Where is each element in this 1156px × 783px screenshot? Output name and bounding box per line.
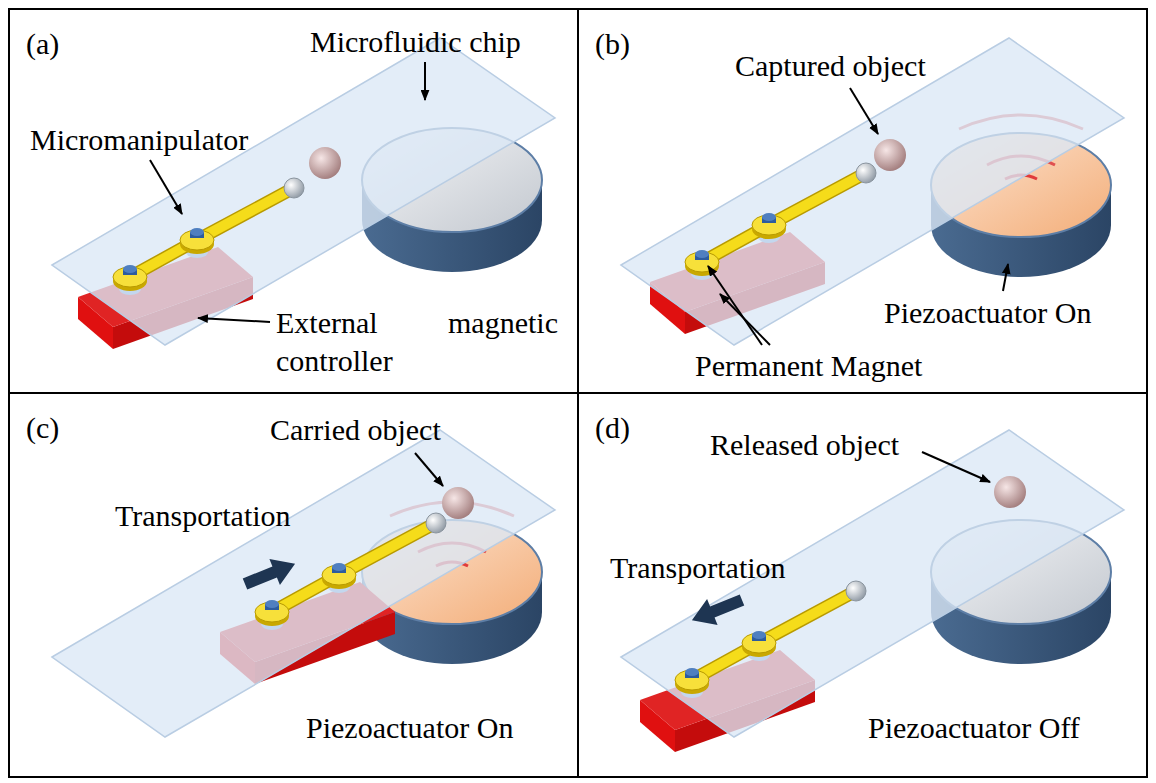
callout-label: Carried object [270, 411, 441, 449]
callout-label: Piezoactuator Off [868, 709, 1080, 747]
panel-c-art [52, 430, 555, 737]
leader-arrow [415, 453, 443, 486]
callout-label: Transportation [115, 497, 291, 535]
transport-arrow [687, 587, 748, 633]
leader-arrow [150, 160, 182, 214]
callout-label: Transportation [610, 549, 786, 587]
microfluidic-chip [52, 430, 555, 737]
leader-arrow [850, 88, 878, 134]
object-sphere [874, 139, 906, 171]
panel-letter: (c) [26, 409, 59, 447]
leader-arrow [708, 266, 762, 345]
callout-label: Released object [710, 426, 899, 464]
callout-label: Micromanipulator [30, 121, 248, 159]
leader-arrow [922, 452, 990, 482]
callout-label: Captured object [735, 47, 926, 85]
object-sphere [309, 147, 341, 179]
panel-b-art [621, 38, 1124, 345]
callout-label: External magnetic controller [276, 304, 558, 380]
leader-arrow [1003, 264, 1008, 291]
object-sphere [994, 476, 1026, 508]
microfluidic-chip [52, 38, 555, 345]
callout-label: Permanent Magnet [695, 347, 922, 385]
leader-arrow [198, 318, 270, 322]
micromanipulator [113, 178, 304, 291]
transport-arrow [240, 551, 301, 597]
callout-label: Piezoactuator On [884, 294, 1091, 332]
callout-label: Piezoactuator On [306, 709, 513, 747]
panel-d-art [621, 430, 1124, 752]
micromanipulator [675, 581, 866, 694]
callout-label: Microfluidic chip [310, 23, 521, 61]
panel-a-art [52, 38, 555, 349]
panel-letter: (d) [595, 409, 630, 447]
object-sphere [442, 487, 474, 519]
panel-letter: (a) [26, 25, 59, 63]
panel-letter: (b) [595, 25, 630, 63]
microfluidic-chip [621, 38, 1124, 345]
leader-arrow [720, 294, 770, 345]
leader-arrow [424, 62, 426, 100]
micromanipulator [685, 163, 876, 276]
